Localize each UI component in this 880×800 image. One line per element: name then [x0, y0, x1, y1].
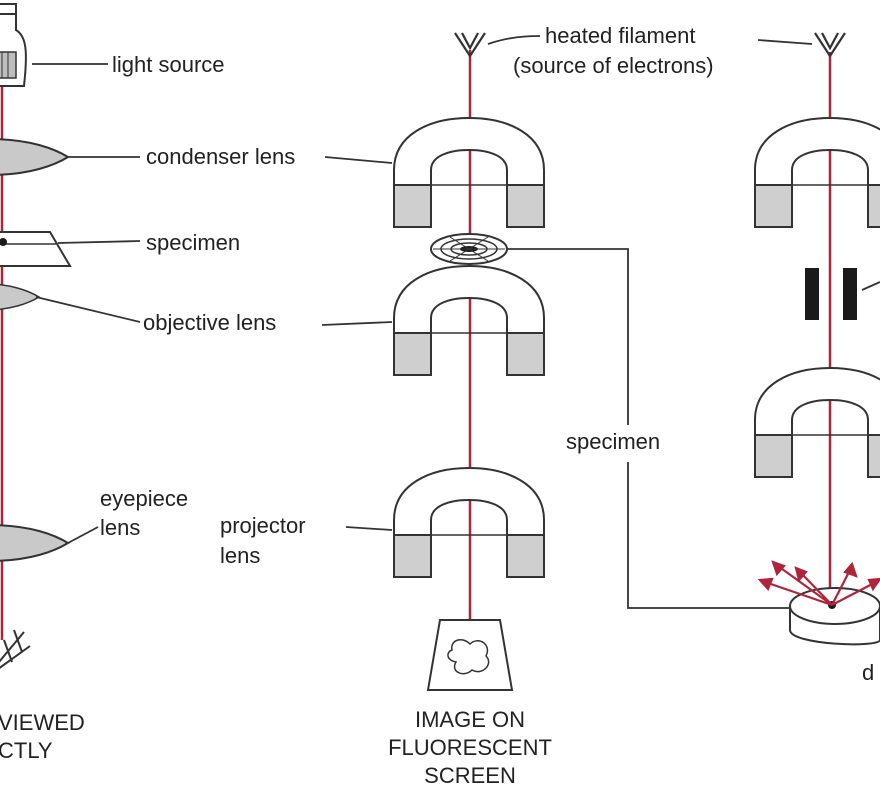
- label-projector-line2: lens: [220, 543, 260, 568]
- caption-left-line1: VIEWED: [0, 710, 85, 735]
- detector-icon: [789, 587, 880, 646]
- caption-right-partial: d: [862, 660, 874, 685]
- filament-icon: [814, 32, 846, 59]
- objective-lens-shape: [0, 282, 40, 312]
- label-eyepiece-line2: lens: [100, 515, 140, 540]
- scattered-electron-arrows: [757, 560, 880, 607]
- eye-icon: [0, 629, 31, 669]
- condenser-magnetic-lens-right: [754, 117, 880, 228]
- label-light-source: light source: [112, 52, 225, 77]
- caption-middle-line3: SCREEN: [424, 763, 516, 788]
- lamp-icon: [0, 3, 27, 87]
- transmission-electron-microscope: heated filament (source of electrons) sp…: [220, 23, 790, 788]
- condenser-lens-shape: [0, 138, 69, 176]
- caption-middle-line1: IMAGE ON: [415, 707, 525, 732]
- light-microscope: light source condenser lens specimen obj…: [0, 3, 295, 763]
- label-specimen-left: specimen: [146, 230, 240, 255]
- fluorescent-screen-icon: [426, 619, 514, 691]
- label-condenser-lens: condenser lens: [146, 144, 295, 169]
- eyepiece-lens-shape: [0, 524, 69, 562]
- objective-magnetic-lens-right: [754, 367, 880, 478]
- scanning-electron-microscope: d: [754, 32, 880, 685]
- label-objective-lens: objective lens: [143, 310, 276, 335]
- label-eyepiece-line1: eyepiece: [100, 486, 188, 511]
- label-heated-filament-line2: (source of electrons): [513, 53, 714, 78]
- scan-coil-plates: [805, 268, 857, 320]
- label-specimen-right: specimen: [566, 429, 660, 454]
- caption-middle-line2: FLUORESCENT: [388, 735, 552, 760]
- caption-left-line2: CTLY: [0, 738, 53, 763]
- label-heated-filament-line1: heated filament: [545, 23, 695, 48]
- label-projector-line1: projector: [220, 513, 306, 538]
- specimen-disc: [430, 233, 508, 265]
- filament-icon: [454, 32, 486, 59]
- specimen-slide: [0, 231, 72, 267]
